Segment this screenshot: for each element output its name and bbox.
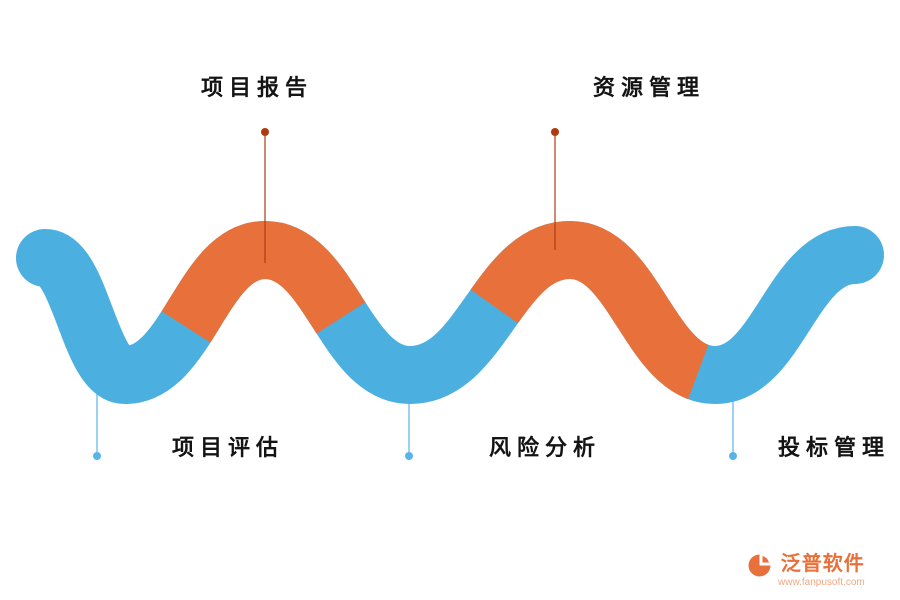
fanpu-logo: 泛普软件 www.fanpusoft.com <box>746 552 865 589</box>
connector-dot-bottom-1 <box>93 452 101 460</box>
connector-dot-bottom-2 <box>405 452 413 460</box>
label-resource-management: 资源管理 <box>592 75 706 100</box>
label-project-report: 项目报告 <box>200 75 314 100</box>
connector-dot-bottom-3 <box>729 452 737 460</box>
logo-url: www.fanpusoft.com <box>778 577 865 588</box>
fanpu-logo-icon <box>748 554 771 577</box>
label-risk-analysis: 风险分析 <box>488 435 602 460</box>
wave-path-blue <box>16 220 884 405</box>
label-bidding-management: 投标管理 <box>777 435 891 460</box>
label-project-evaluation: 项目评估 <box>171 435 285 460</box>
connector-dot-top-1 <box>261 128 269 136</box>
connector-dot-top-2 <box>551 128 559 136</box>
logo-name: 泛普软件 <box>780 553 865 575</box>
